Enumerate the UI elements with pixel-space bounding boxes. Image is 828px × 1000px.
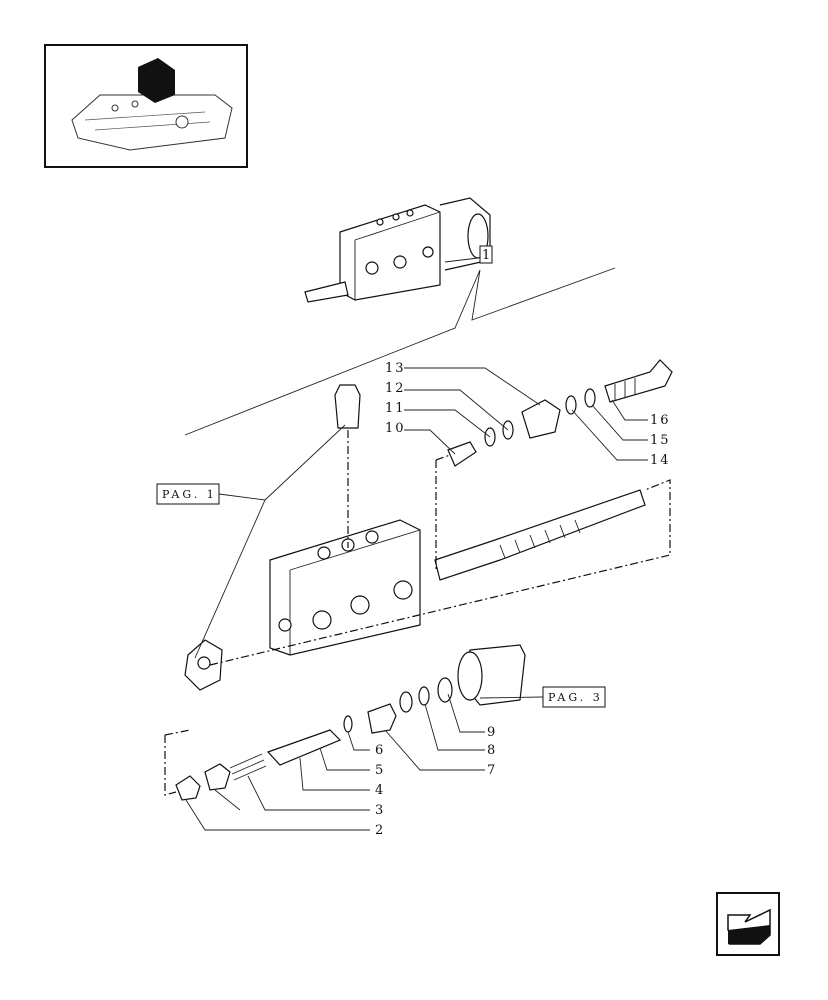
next-page-button[interactable] [716, 892, 780, 956]
callout-4[interactable]: 4 [375, 783, 385, 798]
page-ref-3[interactable]: PAG. 3 [542, 686, 606, 708]
callout-assembly-label: 1 [482, 248, 492, 263]
leader-assembly [444, 257, 479, 263]
callout-6[interactable]: 6 [375, 743, 385, 758]
leader-page-ref-3 [479, 696, 544, 699]
part-callout-labels: 13 12 11 10 16 15 14 9 8 7 6 5 4 3 2 [375, 361, 671, 838]
tractor-hydraulic-lift-thumbnail-icon [71, 58, 233, 151]
page-ref-1-label: PAG. 1 [162, 488, 217, 501]
exploded-parts [175, 359, 673, 801]
callout-8[interactable]: 8 [487, 743, 497, 758]
callout-11[interactable]: 11 [385, 401, 406, 416]
callout-15[interactable]: 15 [650, 433, 671, 448]
callout-14[interactable]: 14 [650, 453, 671, 468]
next-page-arrow-icon [727, 908, 771, 945]
callout-7[interactable]: 7 [487, 763, 497, 778]
callout-16[interactable]: 16 [650, 413, 671, 428]
assembled-valve-drawing [304, 197, 491, 303]
part-leaders [185, 367, 648, 831]
callout-9[interactable]: 9 [487, 725, 497, 740]
page-ref-3-label: PAG. 3 [548, 691, 603, 704]
callout-5[interactable]: 5 [375, 763, 385, 778]
callout-12[interactable]: 12 [385, 381, 406, 396]
assembly-centerlines [164, 430, 671, 796]
thumbnail-frame[interactable] [44, 44, 248, 168]
callout-10[interactable]: 10 [385, 421, 406, 436]
callout-3[interactable]: 3 [375, 803, 385, 818]
break-line [184, 267, 616, 436]
leader-page-ref-1 [194, 424, 346, 659]
callout-2[interactable]: 2 [375, 823, 385, 838]
callout-assembly-1[interactable]: 1 [479, 245, 493, 264]
page-ref-1[interactable]: PAG. 1 [156, 483, 220, 505]
callout-13[interactable]: 13 [385, 361, 406, 376]
